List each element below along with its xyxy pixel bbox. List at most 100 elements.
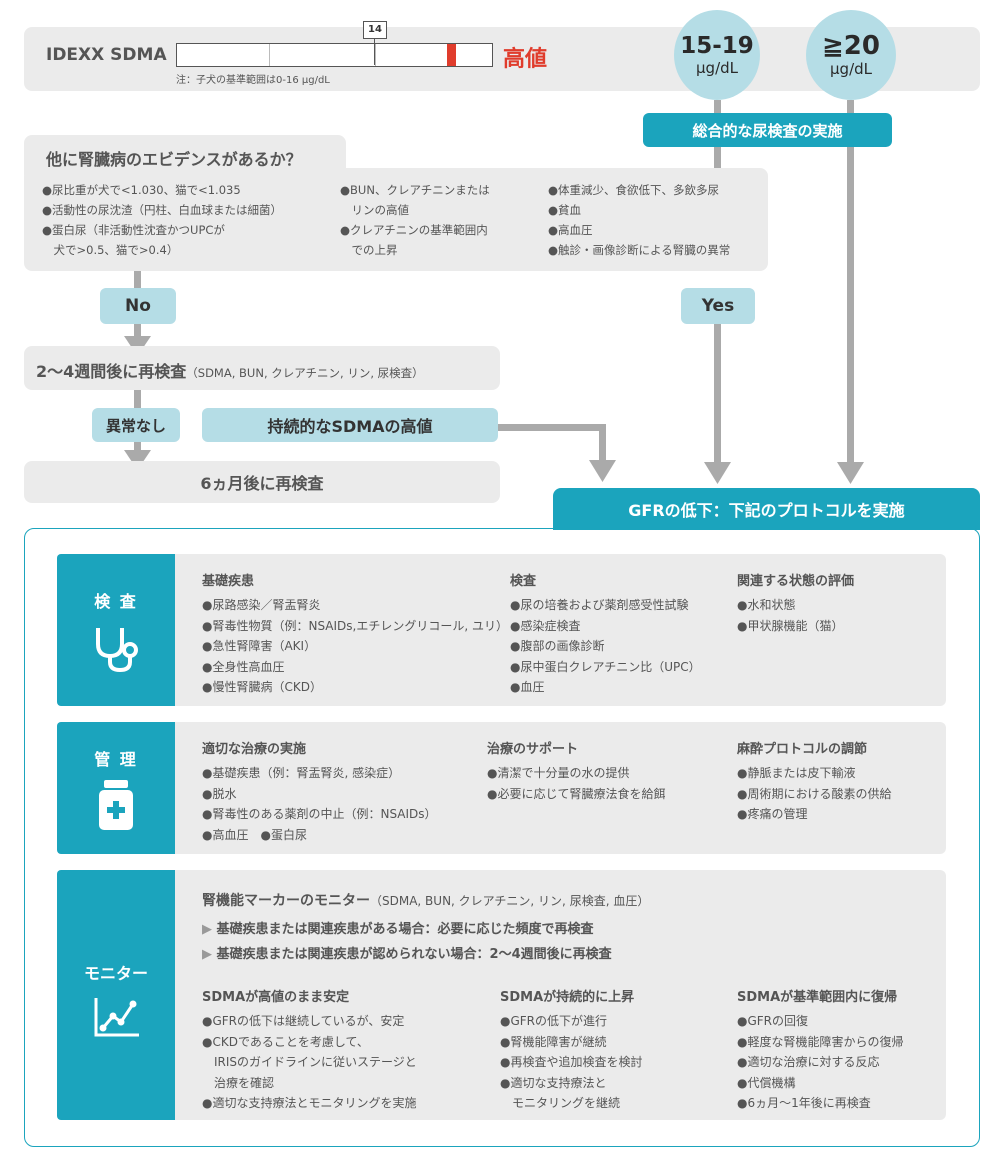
col-title: 関連する状態の評価: [737, 574, 855, 589]
evidence-item: リンの高値: [340, 203, 409, 217]
list-item: ●感染症検査: [510, 618, 581, 633]
list-item: ●全身性高血圧: [202, 659, 285, 674]
list-item: ●軽度な腎機能障害からの復帰: [737, 1034, 904, 1049]
col-title: 適切な治療の実施: [202, 742, 307, 757]
manage-col1: 適切な治療の実施 ●基礎疾患（例：腎盂腎炎, 感染症） ●脱水 ●腎毒性のある薬…: [202, 738, 437, 845]
exam-col1: 基礎疾患 ●尿路感染／腎盂腎炎 ●腎毒性物質（例：NSAIDs,エチレングリコー…: [202, 570, 508, 698]
circle-value: 15-19: [680, 33, 754, 59]
evidence-item: ●活動性の尿沈渣（円柱、白血球または細菌）: [42, 203, 283, 217]
exam-col2: 検査 ●尿の培養および薬剤感受性試験 ●感染症検査 ●腹部の画像診断 ●尿中蛋白…: [510, 570, 701, 698]
evidence-col3: ●体重減少、食欲低下、多飲多尿 ●貧血 ●高血圧 ●触診・画像診断による腎臓の異…: [548, 180, 730, 260]
list-item: モニタリングを継続: [500, 1096, 621, 1110]
list-item: ●静脈または皮下輸液: [737, 766, 856, 780]
monitor-col1: SDMAが高値のまま安定 ●GFRの低下は継続しているが、安定 ●CKDであるこ…: [202, 986, 417, 1114]
list-item: ●血圧: [510, 680, 545, 694]
monitor-panel: [175, 870, 946, 1120]
circle-value: ≧20: [822, 31, 880, 61]
urine-test-box: 総合的な尿検査の実施: [643, 113, 892, 147]
list-item: ●尿の培養および薬剤感受性試験: [510, 598, 689, 612]
list-item: ●必要に応じて腎臓療法食を給餌: [487, 786, 666, 801]
col-title: SDMAが持続的に上昇: [500, 990, 635, 1005]
circle-unit: μg/dL: [696, 59, 738, 77]
monitor-col2: SDMAが持続的に上昇 ●GFRの低下が進行 ●腎機能障害が継続 ●再検査や追加…: [500, 986, 642, 1114]
normal-box: 異常なし: [92, 408, 180, 442]
sdma-note: 注：子犬の基準範囲は0-16 μg/dL: [176, 75, 330, 86]
monitor-title-main: 腎機能マーカーのモニター: [202, 893, 370, 909]
protocol-container: [24, 528, 980, 1147]
list-item: ●脱水: [202, 786, 237, 801]
list-item: ●GFRの低下が進行: [500, 1014, 608, 1028]
scale-tick: [375, 44, 376, 66]
evidence-col1: ●尿比重が犬で<1.030、猫で<1.035 ●活動性の尿沈渣（円柱、白血球また…: [42, 180, 282, 260]
list-item: ●適切な支持療法とモニタリングを実施: [202, 1096, 417, 1110]
list-item: ●清潔で十分量の水の提供: [487, 766, 630, 780]
col-title: 基礎疾患: [202, 574, 255, 589]
monitor-line1: ▶ 基礎疾患または関連疾患がある場合：必要に応じた頻度で再検査: [202, 918, 594, 937]
high-label: 高値: [503, 47, 548, 72]
sdma-scale: [176, 43, 493, 67]
evidence-item: ●高血圧: [548, 223, 593, 237]
list-item: 治療を確認: [202, 1075, 275, 1090]
evidence-item: ●尿比重が犬で<1.030、猫で<1.035: [42, 183, 241, 197]
list-item: ●基礎疾患（例：腎盂腎炎, 感染症）: [202, 766, 401, 780]
list-item: ●CKDであることを考慮して、: [202, 1034, 369, 1049]
list-item: ●高血圧 ●蛋白尿: [202, 827, 307, 842]
line-chart-icon: [94, 998, 139, 1037]
exam-panel: [175, 554, 946, 706]
evidence-col2: ●BUN、クレアチニンまたは リンの高値 ●クレアチニンの基準範囲内 での上昇: [340, 180, 490, 260]
monitor-col3: SDMAが基準範囲内に復帰 ●GFRの回復 ●軽度な腎機能障害からの復帰 ●適切…: [737, 986, 903, 1114]
six-month-box: 6ヵ月後に再検査: [24, 461, 500, 503]
col-title: SDMAが高値のまま安定: [202, 990, 350, 1005]
monitor-label: モニター: [83, 964, 148, 983]
no-box: No: [100, 288, 176, 324]
sdma-label: IDEXX SDMA: [46, 45, 167, 65]
list-item: ●腎毒性のある薬剤の中止（例：NSAIDs）: [202, 807, 437, 821]
list-item: ●周術期における酸素の供給: [737, 786, 892, 801]
list-item: ●6ヵ月〜1年後に再検査: [737, 1096, 871, 1110]
monitor-header: モニター: [57, 870, 175, 1120]
scale-tick: [269, 44, 270, 66]
exam-col3: 関連する状態の評価 ●水和状態 ●甲状腺機能（猫）: [737, 570, 854, 636]
marker-line: [374, 39, 375, 65]
monitor-title-sub: （SDMA, BUN, クレアチニン, リン, 尿検査, 血圧）: [370, 894, 650, 908]
persistent-box: 持続的なSDMAの高値: [202, 408, 498, 442]
evidence-panel: [24, 168, 768, 271]
manage-panel: [175, 722, 946, 854]
manage-col3: 麻酔プロトコルの調節 ●静脈または皮下輸液 ●周術期における酸素の供給 ●疼痛の…: [737, 738, 891, 825]
list-item: ●疼痛の管理: [737, 807, 808, 821]
manage-col2: 治療のサポート ●清潔で十分量の水の提供 ●必要に応じて腎臓療法食を給餌: [487, 738, 665, 804]
list-item: ●腹部の画像診断: [510, 639, 605, 653]
evidence-item: ●貧血: [548, 203, 582, 217]
evidence-item: ●蛋白尿（非活動性沈査かつUPCが: [42, 223, 225, 237]
circle-15-19: 15-19 μg/dL: [674, 10, 760, 100]
recheck-sub: （SDMA, BUN, クレアチニン, リン, 尿検査）: [186, 366, 424, 380]
six-month-text: 6ヵ月後に再検査: [200, 474, 324, 493]
evidence-item: ●体重減少、食欲低下、多飲多尿: [548, 183, 720, 197]
marker-value: 14: [363, 21, 387, 39]
exam-label: 検 査: [94, 592, 138, 611]
evidence-item: ●クレアチニンの基準範囲内: [340, 223, 488, 237]
evidence-title: 他に腎臓病のエビデンスがあるか？: [46, 150, 302, 169]
monitor-title: 腎機能マーカーのモニター（SDMA, BUN, クレアチニン, リン, 尿検査,…: [202, 890, 649, 910]
monitor-line2: ▶ 基礎疾患または関連疾患が認められない場合：2〜4週間後に再検査: [202, 943, 612, 962]
recheck-box: [24, 346, 500, 390]
col-title: 検査: [510, 574, 537, 589]
evidence-item: ●BUN、クレアチニンまたは: [340, 183, 490, 197]
gfr-header: GFRの低下：下記のプロトコルを実施: [553, 488, 980, 530]
evidence-item: での上昇: [340, 243, 398, 257]
list-item: ●甲状腺機能（猫）: [737, 618, 844, 633]
list-item: ●腎毒性物質（例：NSAIDs,エチレングリコール, ユリ）: [202, 618, 508, 633]
list-item: ●GFRの低下は継続しているが、安定: [202, 1014, 405, 1028]
circle-20: ≧20 μg/dL: [806, 10, 896, 100]
list-item: IRISのガイドラインに従いステージと: [202, 1055, 417, 1069]
list-item: ●適切な支持療法と: [500, 1075, 607, 1090]
exam-header: 検 査: [57, 554, 175, 706]
circle-unit: μg/dL: [830, 60, 872, 78]
list-item: ●急性腎障害（AKI）: [202, 639, 317, 653]
list-item: ●適切な治療に対する反応: [737, 1055, 880, 1069]
list-item: ●腎機能障害が継続: [500, 1034, 607, 1049]
list-item: ●代償機構: [737, 1075, 796, 1090]
triangle-icon: ▶: [202, 922, 212, 937]
list-item: ●尿中蛋白クレアチニン比（UPC）: [510, 659, 701, 674]
